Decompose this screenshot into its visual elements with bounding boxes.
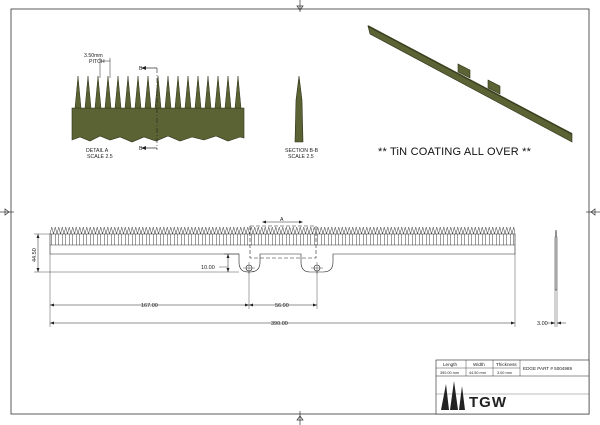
tgw-logo-mark xyxy=(441,381,465,410)
thickness-arrowhead-right xyxy=(557,321,561,325)
pitch-value: 3.50mm xyxy=(84,53,103,59)
section-bb-scale: SCALE 2.5 xyxy=(288,154,314,160)
detail-a-teeth xyxy=(74,75,242,109)
detail-a-scale: SCALE 2.5 xyxy=(87,154,113,160)
detail-tooth xyxy=(104,75,112,109)
detail-tooth xyxy=(74,75,82,109)
isometric-view xyxy=(367,25,573,143)
detail-a-blade xyxy=(71,107,245,143)
detail-tooth xyxy=(214,75,222,109)
section-marker-top: B xyxy=(139,66,143,72)
detail-tooth xyxy=(144,75,152,109)
dim-height: 44.50 xyxy=(32,248,38,262)
dim-spacing: 56.00 xyxy=(275,303,289,309)
detail-a-view: B B 3.50mm PITCH DETAIL A SCALE 2.5 xyxy=(71,53,245,160)
side-view: 3.00 xyxy=(537,229,566,327)
main-blade-outline xyxy=(49,233,516,273)
detail-a-arrowhead-left xyxy=(262,220,266,224)
detail-tooth xyxy=(154,75,162,109)
detail-tooth xyxy=(184,75,192,109)
pitch-label: PITCH xyxy=(89,59,105,65)
dim-length: 390.00 xyxy=(271,321,288,327)
dimension-arrowheads xyxy=(36,234,515,325)
section-bb-view: SECTION B-B SCALE 2.5 xyxy=(285,75,319,160)
dim-offset: 167.00 xyxy=(141,303,158,309)
main-teeth xyxy=(49,226,516,246)
section-arrowhead-bottom xyxy=(141,146,146,150)
detail-tooth xyxy=(174,75,182,109)
iso-tab-right xyxy=(487,79,501,95)
detail-tooth xyxy=(194,75,202,109)
tb-header-width: Width xyxy=(473,362,485,367)
detail-tooth xyxy=(234,75,242,109)
tgw-logo: TGW xyxy=(441,381,507,411)
iso-blade-body xyxy=(367,25,573,143)
section-bb-caption: SECTION B-B xyxy=(285,148,319,154)
detail-a-caption: DETAIL A xyxy=(86,148,109,154)
tb-value-width: 44.50 mm xyxy=(469,371,486,375)
tb-value-thickness: 3.00 mm xyxy=(497,371,512,375)
sheet-border xyxy=(10,8,590,415)
detail-a-boundary xyxy=(249,225,317,259)
detail-tooth xyxy=(164,75,172,109)
iso-tab-left xyxy=(457,63,471,79)
title-block: Length Width Thickness 390.00 mm 44.50 m… xyxy=(435,359,590,415)
dim-slot-depth: 10.00 xyxy=(201,265,215,271)
tb-value-length: 390.00 mm xyxy=(440,371,459,375)
tb-part-number: EDGE PART # 5004989 xyxy=(523,366,572,371)
detail-tooth xyxy=(204,75,212,109)
iso-blade-edge xyxy=(367,25,573,135)
detail-tooth xyxy=(84,75,92,109)
detail-tooth xyxy=(114,75,122,109)
section-arrowhead-top xyxy=(141,66,146,70)
tgw-logo-text: TGW xyxy=(469,394,507,411)
detail-a-marker: A xyxy=(280,217,284,223)
coating-note: ** TiN COATING ALL OVER ** xyxy=(378,146,532,158)
dim-thickness: 3.00 xyxy=(537,321,548,327)
tb-header-thickness: Thickness xyxy=(496,362,517,367)
detail-tooth xyxy=(94,75,102,109)
detail-tooth xyxy=(134,75,142,109)
thickness-arrowhead-left xyxy=(551,321,555,325)
main-view: A 44.50 10.00 167.00 56.00 390.00 xyxy=(32,217,516,327)
tb-header-length: Length xyxy=(443,362,457,367)
detail-tooth xyxy=(224,75,232,109)
section-bb-profile xyxy=(294,75,304,143)
detail-tooth xyxy=(124,75,132,109)
section-marker-bottom: B xyxy=(139,146,143,152)
detail-a-arrowhead-right xyxy=(299,220,303,224)
